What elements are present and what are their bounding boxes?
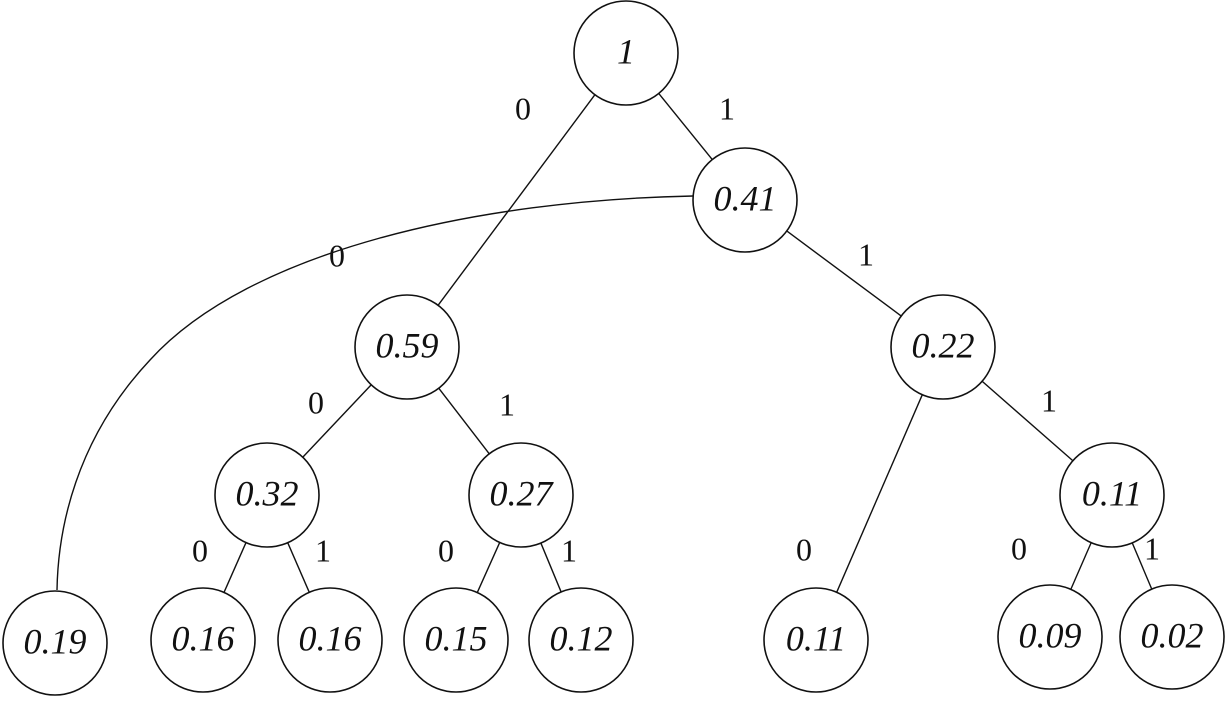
tree-node-n019: 0.19 [2,590,108,696]
edge-labels-layer: 0 1 0 1 0 1 0 1 0 1 0 1 0 1 [192,90,1160,568]
node-label: 0.12 [550,618,613,658]
node-label: 0.15 [425,618,488,658]
edge-label-n022-n011b: 0 [796,531,812,567]
node-circle [890,294,996,400]
node-circle [528,587,634,693]
node-circle [2,590,108,696]
tree-node-n016a: 0.16 [150,587,256,693]
node-label: 0.32 [236,473,299,513]
node-circle [1119,584,1225,690]
node-label: 0.19 [24,621,87,661]
edge-n032-n016b [287,542,310,593]
edge-n022-n011b [836,394,923,593]
tree-node-n012: 0.12 [528,587,634,693]
edges-layer [56,92,1153,593]
edge-label-n032-n016b: 1 [315,532,331,568]
edge-n011a-n009 [1070,542,1092,590]
node-label: 0.16 [299,618,362,658]
tree-node-n002: 0.02 [1119,584,1225,690]
tree-node-n011a: 0.11 [1059,442,1165,548]
tree-node-n027: 0.27 [468,442,574,548]
edge-label-n1-n059: 0 [515,90,531,126]
edge-label-n027-n012: 1 [561,532,577,568]
edge-label-n041-n022: 1 [858,236,874,272]
node-circle [573,0,679,106]
edge-label-n059-n032: 0 [308,384,324,420]
edge-n059-n032 [302,384,372,458]
tree-node-n011b: 0.11 [763,587,869,693]
node-label: 0.11 [1082,473,1142,513]
edge-n1-n059 [437,94,596,306]
edge-n027-n012 [540,542,562,593]
edge-label-n032-n016a: 0 [192,532,208,568]
edge-n032-n016a [223,542,247,593]
node-circle [150,587,256,693]
node-label: 0.41 [714,178,777,218]
node-label: 0.02 [1141,615,1204,655]
node-circle [277,587,383,693]
node-label: 0.27 [490,473,555,513]
node-circle [763,587,869,693]
node-circle [214,442,320,548]
tree-node-n022: 0.22 [890,294,996,400]
node-label: 1 [617,31,635,71]
tree-node-n1: 1 [573,0,679,106]
tree-node-n041: 0.41 [692,147,798,253]
node-circle [692,147,798,253]
tree-node-n016b: 0.16 [277,587,383,693]
tree-node-n059: 0.59 [354,294,460,400]
edge-n027-n015 [476,542,501,593]
edge-n041-n019 [56,195,694,591]
tree-node-n015: 0.15 [403,587,509,693]
edge-label-n022-n011a: 1 [1041,382,1057,418]
edge-n059-n027 [438,387,490,455]
node-label: 0.09 [1019,615,1082,655]
node-circle [403,587,509,693]
node-circle [354,294,460,400]
node-circle [997,584,1103,690]
edge-n1-n041 [658,92,713,161]
edge-label-n041-n019: 0 [329,237,345,273]
node-label: 0.11 [786,618,846,658]
node-circle [468,442,574,548]
node-circle [1059,442,1165,548]
tree-node-n009: 0.09 [997,584,1103,690]
edge-n041-n022 [786,230,902,317]
node-label: 0.22 [912,325,975,365]
node-label: 0.59 [376,325,439,365]
edge-label-n011a-n009: 0 [1011,530,1027,566]
edge-label-n027-n015: 0 [438,532,454,568]
tree-node-n032: 0.32 [214,442,320,548]
edge-n011a-n002 [1131,542,1153,590]
edge-label-n1-n041: 1 [719,90,735,126]
edge-label-n011a-n002: 1 [1144,530,1160,566]
edge-n022-n011a [981,380,1074,462]
node-label: 0.16 [172,618,235,658]
edge-label-n059-n027: 1 [499,386,515,422]
